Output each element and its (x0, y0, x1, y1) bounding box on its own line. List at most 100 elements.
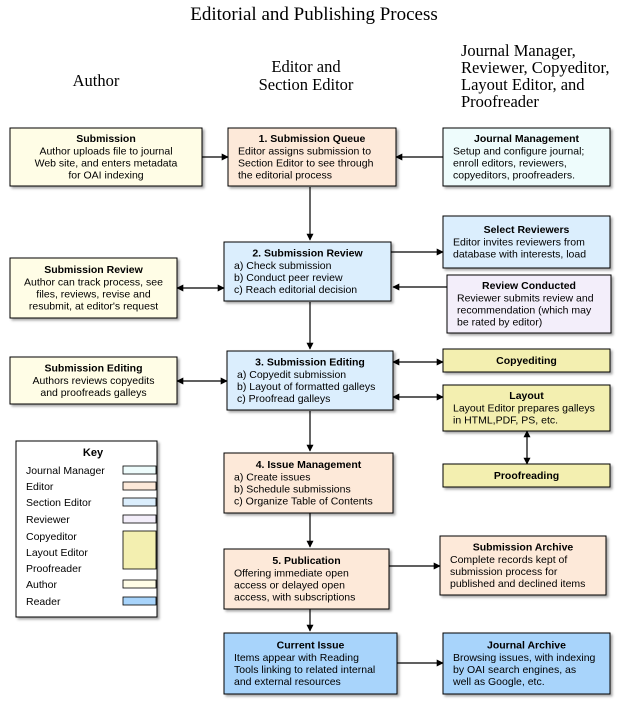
box-frame (9, 127, 203, 187)
box-text-line: b) Schedule submissions (234, 484, 351, 496)
box-proofreading: Proofreading (442, 463, 611, 488)
box-title: Proofreading (494, 470, 559, 482)
box-text-line: access or delayed open (234, 580, 345, 592)
box-text-line: resubmit, at editor's request (29, 301, 158, 313)
box-title: Journal Management (474, 133, 580, 145)
key-label: Editor (26, 481, 54, 493)
box-frame (442, 632, 611, 695)
key-swatch-copyeditor-layout-proofreader (122, 530, 157, 570)
box-text-line: a) Copyedit submission (237, 369, 346, 381)
key-swatch (122, 514, 157, 524)
column-header-editor-line-1: Editor and (271, 57, 341, 76)
key-label: Section Editor (26, 497, 92, 509)
box-frame (223, 632, 398, 695)
box-frame (442, 384, 611, 432)
key-swatch (122, 497, 157, 507)
box-text-line: Editor invites reviewers from (453, 236, 585, 248)
key-label: Reviewer (26, 514, 70, 526)
key-swatch (122, 579, 157, 589)
box-text-line: b) Layout of formatted galleys (237, 381, 375, 393)
column-header-manager-line-2: Reviewer, Copyeditor, (461, 58, 610, 77)
key-swatch (122, 596, 157, 606)
box-title: Submission (76, 133, 136, 145)
box-frame (439, 535, 607, 596)
key-label: Proofreader (26, 563, 82, 575)
box-text-line: access, with subscriptions (234, 592, 355, 604)
box-text-line: Browsing issues, with indexing (453, 652, 596, 664)
box-title: Submission Archive (473, 542, 574, 554)
box-text-line: in HTML,PDF, PS, etc. (453, 415, 558, 427)
key-swatch (122, 481, 157, 491)
box-text-line: be rated by editor) (457, 317, 542, 329)
box-text-line: Authors reviews copyedits (33, 375, 155, 387)
key-label: Reader (26, 596, 61, 608)
key-title: Key (83, 447, 104, 459)
box-title: Copyediting (496, 355, 557, 367)
box-frame (9, 257, 178, 319)
box-text-line: Offering immediate open (234, 567, 349, 579)
box-title: 3. Submission Editing (255, 357, 365, 369)
box-title: 2. Submission Review (252, 248, 363, 260)
diagram-title: Editorial and Publishing Process (190, 4, 438, 25)
box-text-line: enroll editors, reviewers, (453, 158, 567, 170)
box-text-line: well as Google, etc. (452, 676, 545, 688)
box-frame (446, 274, 612, 334)
box-frame (226, 350, 394, 411)
box-text-line: Web site, and enters metadata (35, 158, 178, 170)
box-text-line: a) Check submission (234, 260, 332, 272)
column-header-manager-line-1: Journal Manager, (461, 41, 576, 60)
box-frame (223, 452, 394, 514)
key-label: Copyeditor (26, 531, 77, 543)
box-title: Review Conducted (482, 280, 576, 292)
box-title: 1. Submission Queue (259, 133, 366, 145)
box-frame (442, 127, 611, 187)
box-text-line: database with interests, load (453, 249, 586, 261)
box-frame (223, 548, 390, 610)
box-text-line: b) Conduct peer review (234, 272, 343, 284)
box-text-line: Complete records kept of (450, 554, 567, 566)
box-text-line: Reviewer submits review and (457, 292, 594, 304)
box-text-line: and proofreads galleys (40, 387, 146, 399)
box-text-line: c) Organize Table of Contents (234, 496, 373, 508)
box-text-line: the editorial process (238, 170, 332, 182)
box-copyediting: Copyediting (442, 348, 611, 373)
box-title: Layout (509, 390, 544, 402)
box-text-line: Setup and configure journal; (453, 145, 584, 157)
box-text-line: Editor assigns submission to (238, 145, 371, 157)
box-text-line: Author can track process, see (24, 276, 163, 288)
key-swatch (122, 465, 157, 475)
box-text-line: files, reviews, revise and (36, 289, 151, 301)
box-text-line: Author uploads file to journal (39, 145, 172, 157)
box-title: Submission Editing (44, 363, 142, 375)
key-label: Author (26, 579, 57, 591)
key-label: Journal Manager (26, 465, 105, 477)
box-text-line: a) Create issues (234, 471, 310, 483)
box-text-line: Tools linking to related internal (234, 664, 375, 676)
box-text-line: and external resources (234, 676, 341, 688)
box-title: Select Reviewers (484, 224, 570, 236)
box-text-line: Layout Editor prepares galleys (453, 402, 595, 414)
box-text-line: c) Reach editorial decision (234, 284, 357, 296)
box-text-line: c) Proofread galleys (237, 393, 330, 405)
column-header-author: Author (73, 71, 120, 90)
column-header-manager-line-3: Layout Editor, and (461, 75, 585, 94)
column-header-manager-line-4: Proofreader (461, 92, 539, 111)
key-label: Layout Editor (26, 547, 88, 559)
column-header-editor-line-2: Section Editor (259, 75, 354, 94)
box-text-line: recommendation (which may (457, 305, 592, 317)
